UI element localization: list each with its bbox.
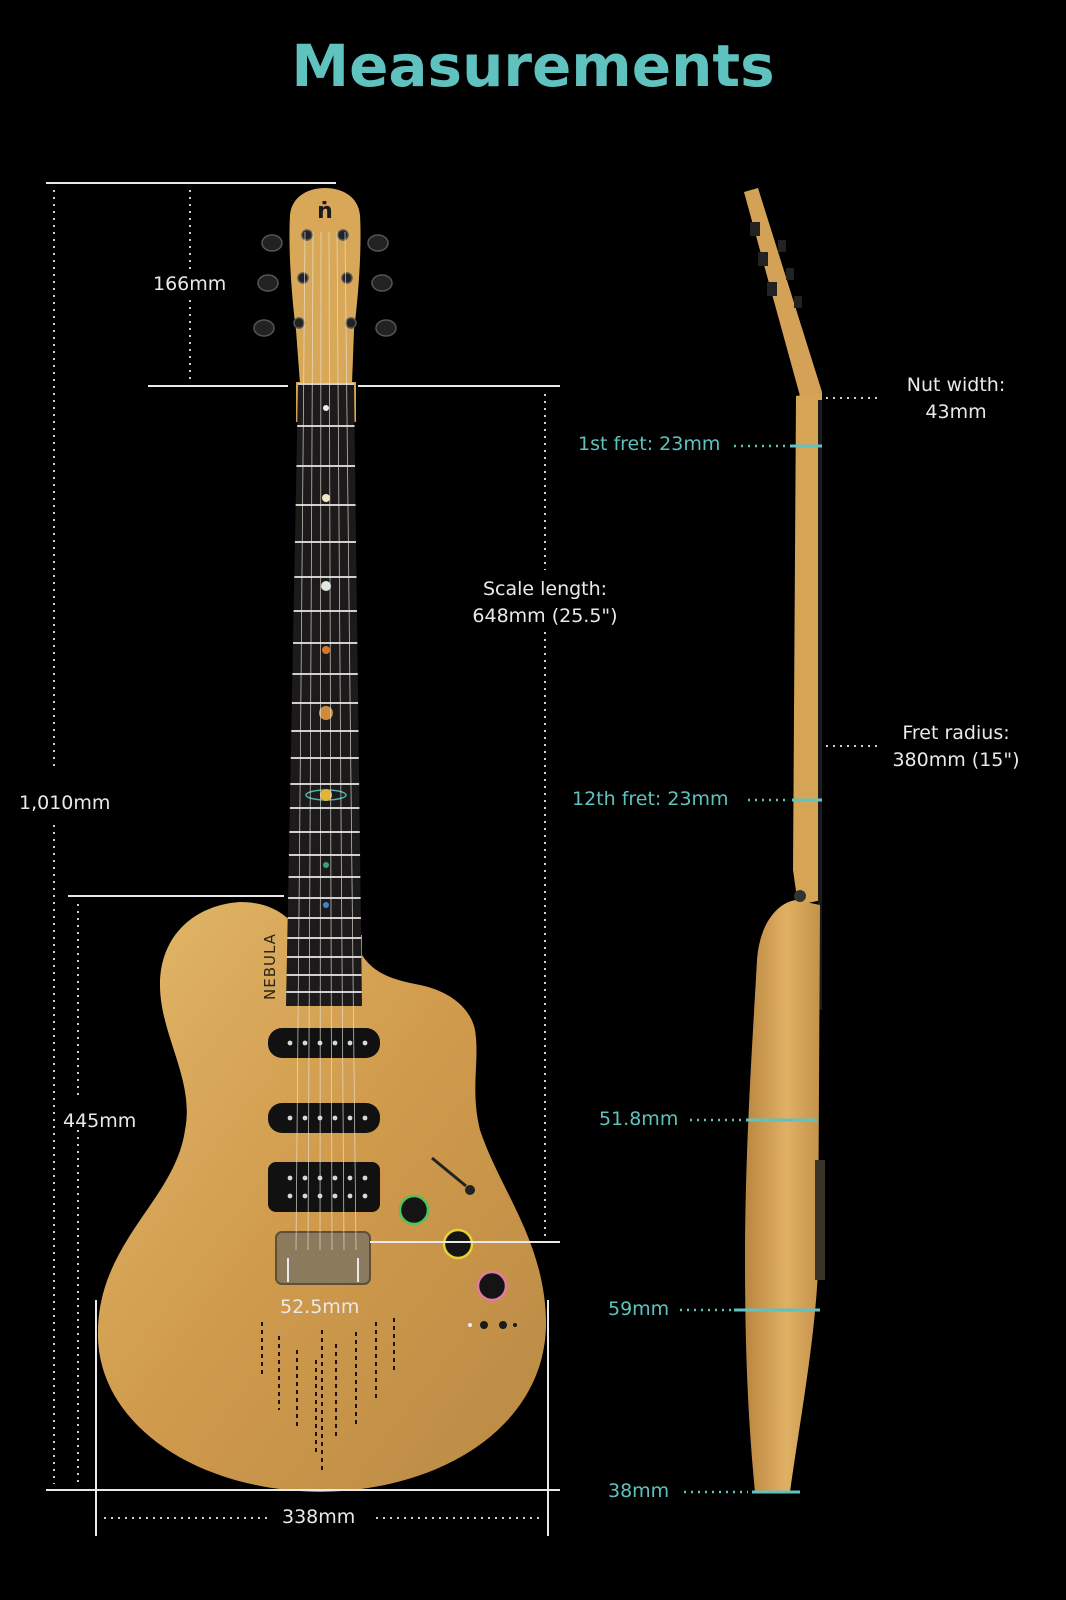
fret-inlays	[305, 405, 347, 908]
sound-slots	[261, 1318, 395, 1470]
control-knobs	[398, 1156, 517, 1329]
side-view	[744, 188, 825, 1492]
headstock-height-label: 166mm	[153, 273, 227, 295]
front-view: ṅ NEBULA	[97, 188, 547, 1492]
side-body	[745, 900, 820, 1492]
lower-depth-label: 38mm	[608, 1480, 670, 1502]
scale-length-value: 648mm (25.5")	[472, 605, 618, 627]
model-name: NEBULA	[261, 933, 279, 1000]
side-headstock	[744, 188, 822, 396]
dimension-lines	[46, 182, 560, 1536]
page-title: Measurements	[291, 32, 775, 100]
side-neck	[793, 392, 822, 905]
total-length-label: 1,010mm	[19, 792, 111, 814]
brand-logo: ṅ	[317, 199, 333, 224]
scale-length-title: Scale length:	[482, 578, 608, 600]
nut-width-title: Nut width:	[906, 374, 1006, 396]
fret-radius-title: Fret radius:	[902, 722, 1010, 744]
scale-length-label: Scale length: 648mm (25.5")	[460, 576, 630, 630]
side-tuners	[750, 222, 802, 308]
fretboard	[286, 384, 362, 1006]
frets	[286, 383, 362, 993]
side-dotted-leaders	[680, 444, 790, 1494]
twelfth-fret-label: 12th fret: 23mm	[572, 788, 729, 810]
fret-radius-label: Fret radius: 380mm (15")	[878, 720, 1034, 774]
strings	[295, 231, 357, 1251]
bridge-spacing-label: 52.5mm	[280, 1296, 360, 1318]
bridge	[275, 1231, 371, 1285]
side-dimension-lines	[734, 444, 822, 1494]
nut-width-label: Nut width: 43mm	[886, 372, 1026, 426]
first-fret-label: 1st fret: 23mm	[578, 433, 721, 455]
pickups	[268, 1028, 380, 1212]
fret-radius-value: 380mm (15")	[892, 749, 1020, 771]
dimension-dotted-lines	[53, 190, 882, 1519]
body-width-label: 338mm	[282, 1506, 356, 1528]
nut-width-value: 43mm	[925, 401, 987, 423]
body-length-label: 445mm	[63, 1110, 137, 1132]
middle-depth-label: 59mm	[608, 1298, 670, 1320]
upper-depth-label: 51.8mm	[599, 1108, 679, 1130]
